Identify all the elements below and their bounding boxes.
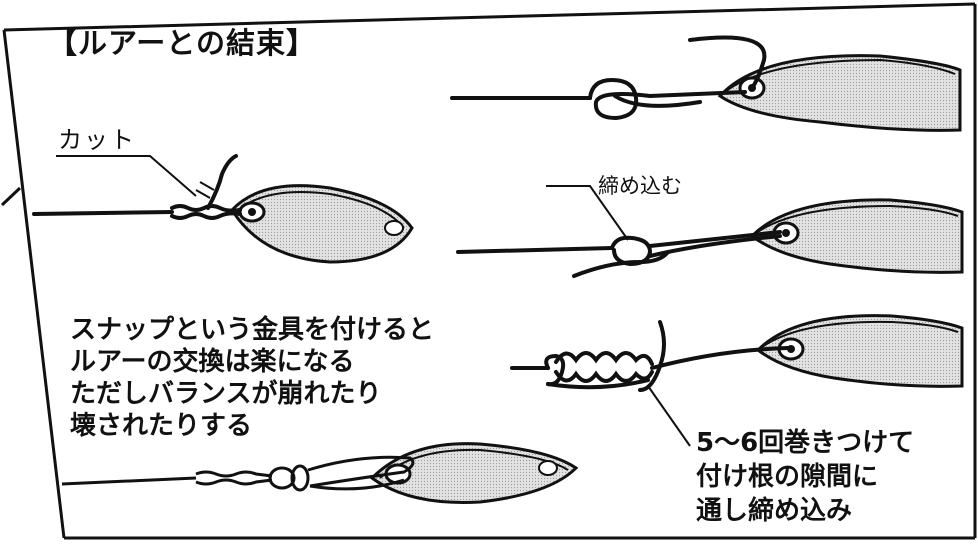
wrap-pointer xyxy=(647,385,691,447)
wrap-note-line: 5～6回巻きつけて xyxy=(696,428,915,458)
line-step-2 xyxy=(456,230,782,278)
diagram-title: 【ルアーとの結束】 xyxy=(48,26,316,60)
tighten-pointer xyxy=(546,185,629,241)
snap-note-line: ただしバランスが崩れたり xyxy=(70,379,382,409)
lure-step-3 xyxy=(755,314,964,388)
snap-note-line: 壊されたりする xyxy=(70,411,253,441)
cut-mark xyxy=(195,181,215,199)
edge-tick xyxy=(0,186,22,207)
lure-step-1 xyxy=(717,54,962,132)
line-step-3 xyxy=(510,320,790,392)
lure-direct-tie xyxy=(230,184,414,264)
wrap-note-line: 通し締め込み xyxy=(696,496,853,526)
snap-swivel xyxy=(61,455,415,492)
tighten-label: 締め込む xyxy=(598,174,682,198)
line-step-1 xyxy=(450,35,767,121)
snap-note-line: ルアーの交換は楽になる xyxy=(70,347,355,377)
cut-label: カット xyxy=(58,126,136,154)
cut-pointer xyxy=(56,155,197,197)
snap-note: スナップという金具を付けると ルアーの交換は楽になる ただしバランスが崩れたり … xyxy=(70,314,434,442)
wrap-note-line: 付け根の隙間に xyxy=(696,462,879,492)
snap-note-line: スナップという金具を付けると xyxy=(70,315,435,345)
lure-step-2 xyxy=(749,198,964,274)
wrap-note: 5～6回巻きつけて 付け根の隙間に 通し締め込み xyxy=(696,426,914,528)
line-direct-tie xyxy=(32,154,242,220)
